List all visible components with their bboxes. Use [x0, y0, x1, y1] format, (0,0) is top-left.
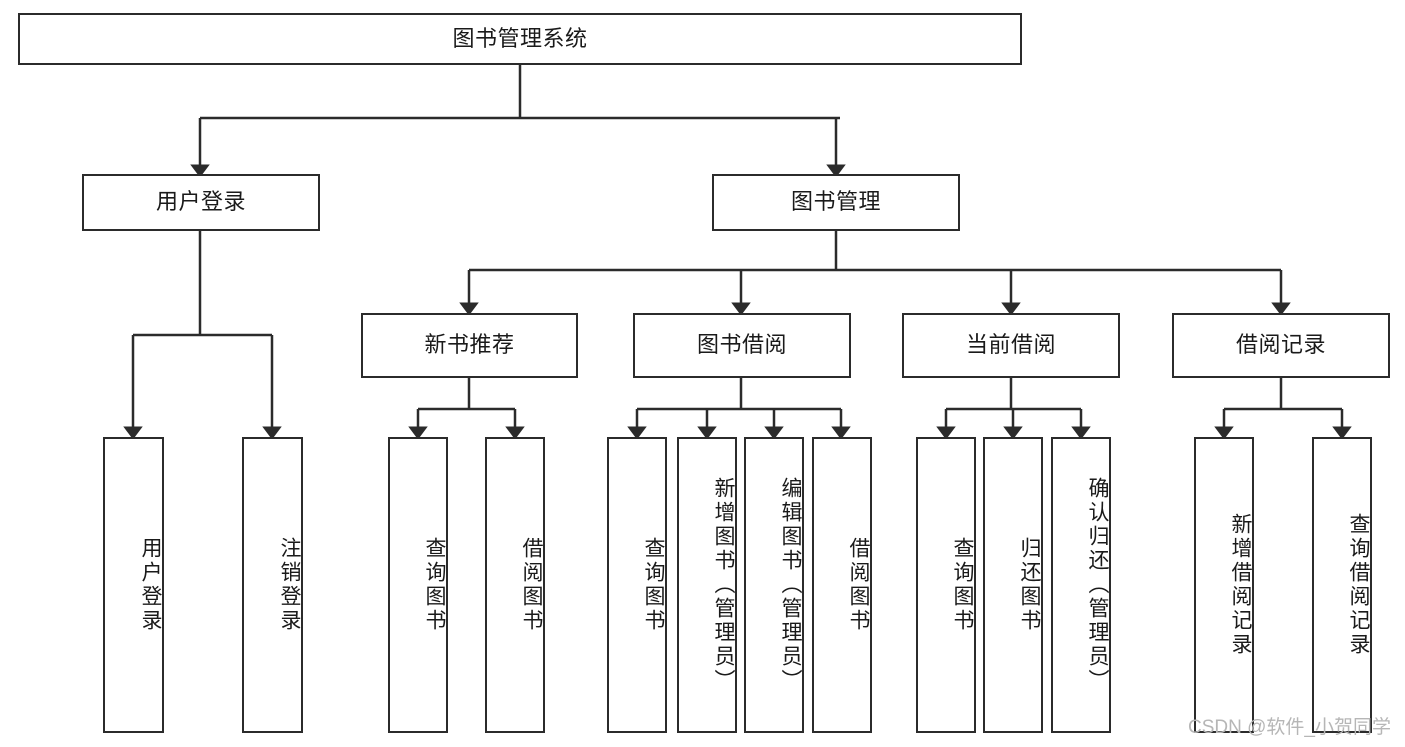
node-new-book-rec[interactable]: 新书推荐 — [361, 313, 578, 378]
node-leaf-query-book-3[interactable]: 查询图书 — [916, 437, 976, 733]
node-leaf-edit-book-label: 编辑图书（管理员） — [779, 477, 802, 693]
node-leaf-borrow-book-1-label: 借阅图书 — [520, 537, 543, 633]
watermark: CSDN @软件_小贺同学 — [1188, 717, 1391, 738]
node-leaf-add-record-label: 新增借阅记录 — [1229, 513, 1252, 657]
node-new-book-rec-label: 新书推荐 — [424, 332, 515, 358]
node-leaf-query-book-2-label: 查询图书 — [642, 537, 665, 633]
node-book-manage[interactable]: 图书管理 — [712, 174, 960, 231]
node-book-manage-label: 图书管理 — [790, 189, 881, 215]
node-user-login-label: 用户登录 — [155, 189, 246, 215]
node-leaf-query-book-1-label: 查询图书 — [423, 537, 446, 633]
node-book-borrow-label: 图书借阅 — [696, 332, 787, 358]
node-leaf-query-record[interactable]: 查询借阅记录 — [1312, 437, 1372, 733]
node-leaf-user-login[interactable]: 用户登录 — [103, 437, 164, 733]
node-leaf-add-book-label: 新增图书（管理员） — [712, 477, 735, 693]
node-leaf-borrow-book-1[interactable]: 借阅图书 — [485, 437, 545, 733]
node-root[interactable]: 图书管理系统 — [18, 13, 1022, 65]
node-book-borrow[interactable]: 图书借阅 — [633, 313, 851, 378]
node-leaf-query-record-label: 查询借阅记录 — [1347, 513, 1370, 657]
node-leaf-return-book[interactable]: 归还图书 — [983, 437, 1043, 733]
node-leaf-confirm-return-label: 确认归还（管理员） — [1086, 477, 1109, 693]
node-leaf-query-book-1[interactable]: 查询图书 — [388, 437, 448, 733]
node-borrow-record-label: 借阅记录 — [1235, 332, 1326, 358]
node-current-borrow[interactable]: 当前借阅 — [902, 313, 1120, 378]
node-leaf-logout[interactable]: 注销登录 — [242, 437, 303, 733]
node-user-login[interactable]: 用户登录 — [82, 174, 320, 231]
node-borrow-record[interactable]: 借阅记录 — [1172, 313, 1390, 378]
node-leaf-user-login-label: 用户登录 — [139, 537, 162, 633]
node-current-borrow-label: 当前借阅 — [965, 332, 1056, 358]
node-leaf-edit-book[interactable]: 编辑图书（管理员） — [744, 437, 804, 733]
node-root-label: 图书管理系统 — [452, 25, 588, 51]
node-leaf-add-record[interactable]: 新增借阅记录 — [1194, 437, 1254, 733]
node-leaf-borrow-book-2[interactable]: 借阅图书 — [812, 437, 872, 733]
node-leaf-borrow-book-2-label: 借阅图书 — [847, 537, 870, 633]
node-leaf-add-book[interactable]: 新增图书（管理员） — [677, 437, 737, 733]
node-leaf-return-book-label: 归还图书 — [1018, 537, 1041, 633]
node-leaf-logout-label: 注销登录 — [278, 537, 301, 633]
node-leaf-confirm-return[interactable]: 确认归还（管理员） — [1051, 437, 1111, 733]
node-leaf-query-book-2[interactable]: 查询图书 — [607, 437, 667, 733]
node-leaf-query-book-3-label: 查询图书 — [951, 537, 974, 633]
